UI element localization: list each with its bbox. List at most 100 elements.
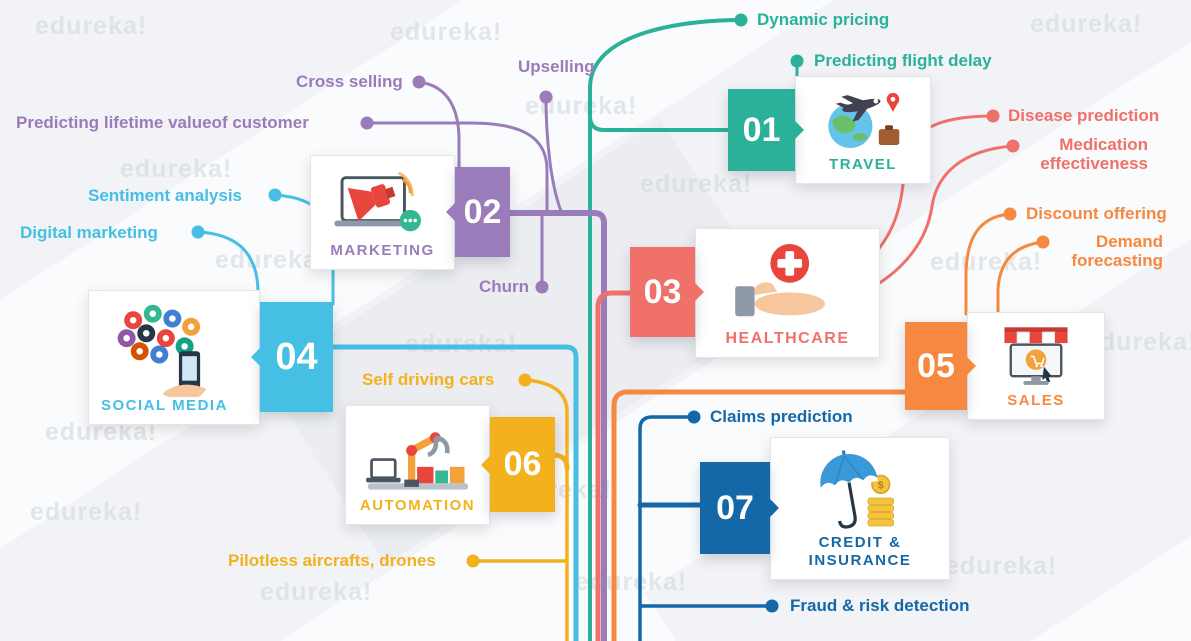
label-disease-prediction: Disease prediction xyxy=(1008,106,1160,125)
healthcare-title: HEALTHCARE xyxy=(725,329,850,347)
globe-landmass xyxy=(832,115,856,134)
sales-number-block: 05 xyxy=(905,322,976,410)
medical-cross xyxy=(776,259,802,268)
connector-self-driving xyxy=(523,378,569,641)
credit-insurance-umbrella-coins-icon: $ xyxy=(820,450,894,529)
dot-upselling xyxy=(539,90,553,104)
watermark-text: edureka! xyxy=(640,170,753,198)
plane xyxy=(835,95,881,122)
box xyxy=(449,466,464,484)
location-pin-tip xyxy=(888,103,898,112)
travel-title: TRAVEL xyxy=(829,156,897,173)
connector-digital-marketing xyxy=(196,230,260,295)
connector-travel-branch xyxy=(588,114,734,132)
label-self-driving-cars: Self driving cars xyxy=(362,370,495,389)
dot-digital-marketing xyxy=(191,225,205,239)
smartphone-screen xyxy=(182,356,197,381)
sales-card: SALES xyxy=(967,312,1105,420)
healthcare-number: 03 xyxy=(643,272,682,311)
marketing-card: MARKETING xyxy=(310,155,455,270)
cart-wheel xyxy=(1040,364,1043,368)
watermark-text: edureka! xyxy=(260,578,373,606)
dot-claims-prediction xyxy=(687,410,701,424)
chat-dot xyxy=(412,218,417,223)
label-claims-prediction: Claims prediction xyxy=(710,407,853,426)
marketing-title: MARKETING xyxy=(330,242,435,259)
arm-base xyxy=(403,479,419,487)
sound-wave xyxy=(401,178,412,194)
connector-upselling xyxy=(544,95,563,213)
connector-sales-trunk xyxy=(611,389,911,641)
label-churn: Churn xyxy=(479,277,530,296)
sound-wave xyxy=(397,171,414,197)
connector-demand-forecasting xyxy=(996,240,1045,316)
connector-discount-offering xyxy=(964,212,1012,316)
chat-dot xyxy=(403,218,407,223)
label-cross-selling: Cross selling xyxy=(296,72,403,91)
hand-thumb xyxy=(753,282,777,296)
laptop-base xyxy=(333,220,412,227)
watermark-text: edureka! xyxy=(945,552,1058,580)
globe-landmass xyxy=(852,133,867,142)
laptop-base xyxy=(365,477,401,483)
label-demand-forecasting: Demand forecasting xyxy=(1071,232,1163,270)
dot-fraud-risk xyxy=(765,599,779,613)
travel-card: TRAVEL xyxy=(795,76,931,184)
cart-icon xyxy=(1030,355,1045,365)
dot-demand-forecasting xyxy=(1036,235,1050,249)
healthcare-number-block: 03 xyxy=(630,247,704,337)
social-media-title: SOCIAL MEDIA xyxy=(101,397,228,414)
marketing-number-block: 02 xyxy=(446,167,510,257)
travel-number-block: 01 xyxy=(728,89,804,171)
connector-marketing-trunk xyxy=(507,210,607,641)
connector-claims-trunk xyxy=(638,415,696,641)
social-media-number-block: 04 xyxy=(251,302,333,412)
location-pin-hole xyxy=(890,96,896,102)
marketing-megaphone-icon xyxy=(333,171,421,232)
dot-dynamic-pricing xyxy=(734,13,748,27)
healthcare-card: HEALTHCARE xyxy=(695,228,880,358)
watermark-text: edureka! xyxy=(405,330,518,358)
connector-cross-selling xyxy=(417,80,461,172)
label-pilotless-aircrafts-drones: Pilotless aircrafts, drones xyxy=(228,551,436,570)
travel-globe-plane-icon xyxy=(828,92,900,149)
watermark-text: edureka! xyxy=(120,155,233,183)
watermark-text: edureka! xyxy=(390,18,503,46)
label-upselling: Upselling xyxy=(518,57,595,76)
arm-joint xyxy=(405,444,417,456)
connector-healthcare-trunk xyxy=(595,290,637,641)
dot-lifetime-value xyxy=(360,116,374,130)
sales-number: 05 xyxy=(917,346,955,385)
automation-title: AUTOMATION xyxy=(359,497,476,514)
watermark-text: edureka! xyxy=(35,12,148,40)
connector-lifetime-value xyxy=(365,121,549,213)
monitor-base xyxy=(1023,380,1049,385)
dot-self-driving xyxy=(518,373,532,387)
cart-wheel xyxy=(1035,364,1039,368)
svg-text:$: $ xyxy=(878,480,884,491)
social-media-card: SOCIAL MEDIA xyxy=(88,290,260,425)
label-predicting-lifetime-value: Predicting lifetime valueof customer xyxy=(16,113,309,132)
awning-stripes xyxy=(1004,331,1068,344)
umbrella xyxy=(820,450,878,529)
box xyxy=(416,466,433,484)
claw xyxy=(426,437,438,458)
label-predicting-flight-delay: Predicting flight delay xyxy=(814,51,992,70)
label-medication-effectiveness: Medication effectiveness xyxy=(1040,135,1148,173)
chat-dot xyxy=(408,218,412,223)
label-digital-marketing: Digital marketing xyxy=(20,223,158,242)
dot-sentiment-analysis xyxy=(268,188,282,202)
automation-robot-arm-icon xyxy=(365,432,468,490)
hand-palm xyxy=(754,292,825,316)
connector-automation-stub xyxy=(550,452,570,471)
marketing-number: 02 xyxy=(463,192,502,231)
automation-number: 06 xyxy=(503,445,542,483)
briefcase-handle xyxy=(885,125,893,130)
label-discount-offering: Discount offering xyxy=(1026,204,1167,223)
label-sentiment-analysis: Sentiment analysis xyxy=(88,186,243,205)
briefcase xyxy=(878,129,900,145)
social-media-number: 04 xyxy=(275,335,318,378)
dot-disease-prediction xyxy=(986,109,1000,123)
